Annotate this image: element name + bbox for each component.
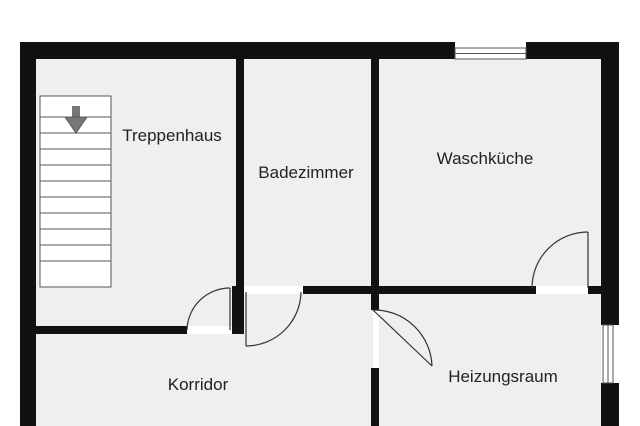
windows bbox=[454, 47, 614, 384]
wall-treppenhaus-korridor bbox=[36, 326, 187, 334]
window-top bbox=[454, 47, 527, 60]
wall-right-lower bbox=[601, 383, 619, 426]
wall-top-left bbox=[20, 42, 455, 59]
floor-badezimmer bbox=[244, 59, 371, 286]
label-heizungsraum: Heizungsraum bbox=[448, 367, 558, 386]
floor-korridor-upper bbox=[244, 294, 373, 334]
label-korridor: Korridor bbox=[168, 375, 229, 394]
wall-badezimmer-waschkueche bbox=[371, 59, 379, 310]
door-waschkueche bbox=[531, 231, 589, 289]
floor-waschkueche bbox=[379, 59, 601, 286]
wall-wasch-bottom-right bbox=[588, 286, 601, 294]
wall-stub-door-jamb bbox=[232, 286, 244, 334]
label-waschkueche: Waschküche bbox=[437, 149, 534, 168]
floor-korridor bbox=[36, 334, 373, 426]
stair-arrow-down-icon bbox=[64, 106, 88, 134]
wall-treppenhaus-badezimmer bbox=[236, 59, 244, 286]
door-treppenhaus-korridor bbox=[186, 287, 231, 331]
door-heizungsraum bbox=[372, 309, 433, 367]
window-right bbox=[602, 324, 614, 384]
wall-left bbox=[20, 42, 36, 426]
label-treppenhaus: Treppenhaus bbox=[122, 126, 222, 145]
floor-heizungsraum bbox=[379, 294, 601, 426]
wall-heizungsraum-korridor bbox=[371, 368, 379, 426]
walls bbox=[20, 42, 619, 426]
wall-top-right bbox=[526, 42, 619, 59]
doors bbox=[186, 231, 589, 367]
door-badezimmer bbox=[245, 291, 302, 347]
room-labels: Treppenhaus Badezimmer Waschküche Korrid… bbox=[122, 126, 558, 394]
wall-right-upper bbox=[601, 42, 619, 325]
wall-bad-bottom bbox=[303, 286, 536, 294]
room-floors bbox=[36, 59, 601, 426]
label-badezimmer: Badezimmer bbox=[258, 163, 354, 182]
